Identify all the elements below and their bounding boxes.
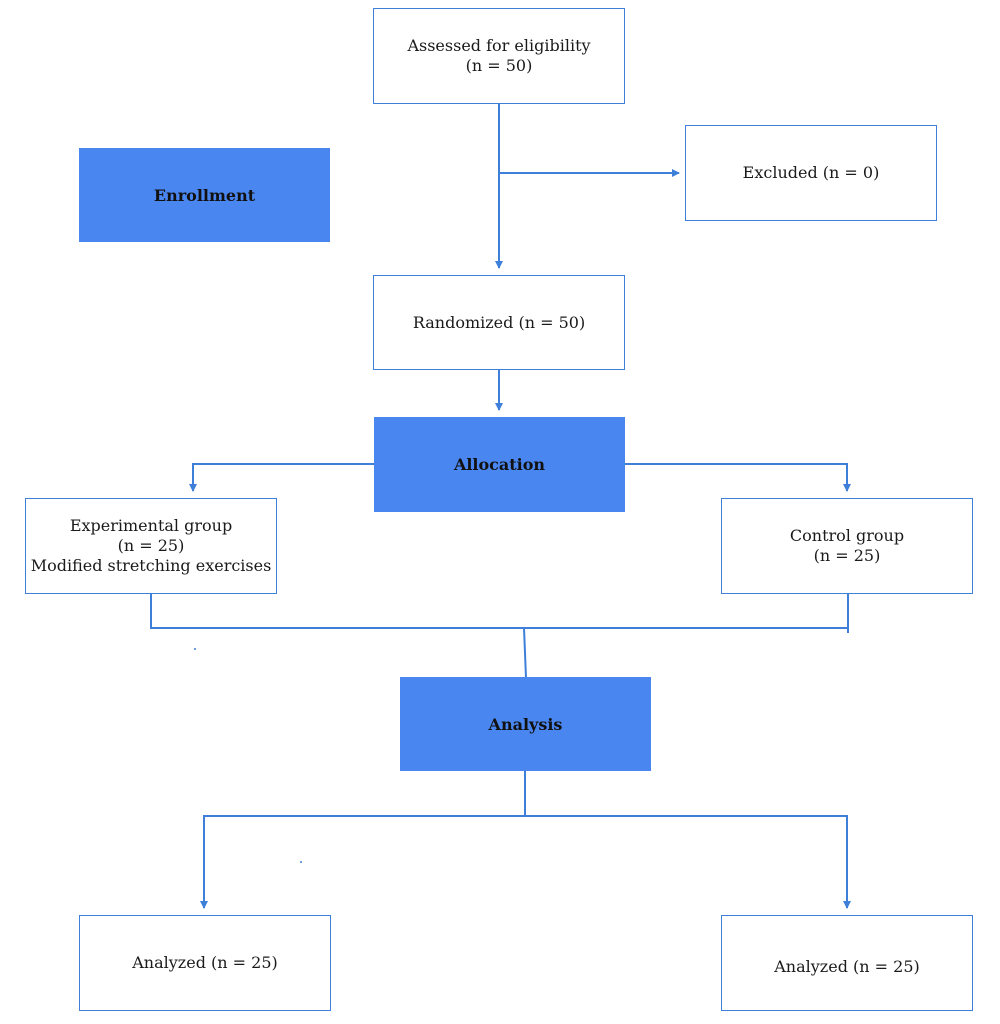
arrow-analysis-to-right: [525, 815, 851, 909]
line-merge-to-analysis: [523, 627, 527, 679]
line-experimental-down: [150, 594, 849, 629]
box-control-group: Control group (n = 25): [721, 498, 973, 594]
assessed-label: Assessed for eligibility: [407, 36, 591, 55]
stage-enrollment: Enrollment: [79, 148, 330, 242]
stray-dot: [300, 861, 302, 863]
experimental-intervention: Modified stretching exercises: [30, 556, 272, 575]
arrow-allocation-to-control: [624, 463, 851, 492]
analyzed-right-label: Analyzed (n = 25): [774, 957, 920, 976]
excluded-label: Excluded (n = 0): [742, 163, 880, 182]
experimental-count: (n = 25): [117, 536, 185, 555]
stage-analysis: Analysis: [400, 677, 651, 771]
stage-analysis-label: Analysis: [488, 714, 563, 734]
stray-dot: [194, 648, 196, 650]
box-analyzed-left: Analyzed (n = 25): [79, 915, 331, 1011]
control-label: Control group: [789, 526, 905, 545]
box-experimental-group: Experimental group (n = 25) Modified str…: [25, 498, 277, 594]
arrow-analysis-to-left: [200, 815, 525, 909]
box-analyzed-right: Analyzed (n = 25): [721, 915, 973, 1011]
stage-allocation-label: Allocation: [453, 455, 546, 474]
analyzed-left-label: Analyzed (n = 25): [132, 953, 278, 972]
box-randomized: Randomized (n = 50): [373, 275, 625, 370]
box-assessed: Assessed for eligibility (n = 50): [373, 8, 625, 104]
randomized-label: Randomized (n = 50): [412, 312, 586, 332]
assessed-count: (n = 50): [465, 56, 533, 75]
experimental-label: Experimental group: [69, 516, 233, 535]
arrow-allocation-to-experimental: [189, 463, 374, 492]
stage-enrollment-label: Enrollment: [153, 185, 256, 205]
box-excluded: Excluded (n = 0): [685, 125, 937, 221]
control-count: (n = 25): [813, 546, 881, 565]
stage-allocation: Allocation: [374, 417, 625, 512]
